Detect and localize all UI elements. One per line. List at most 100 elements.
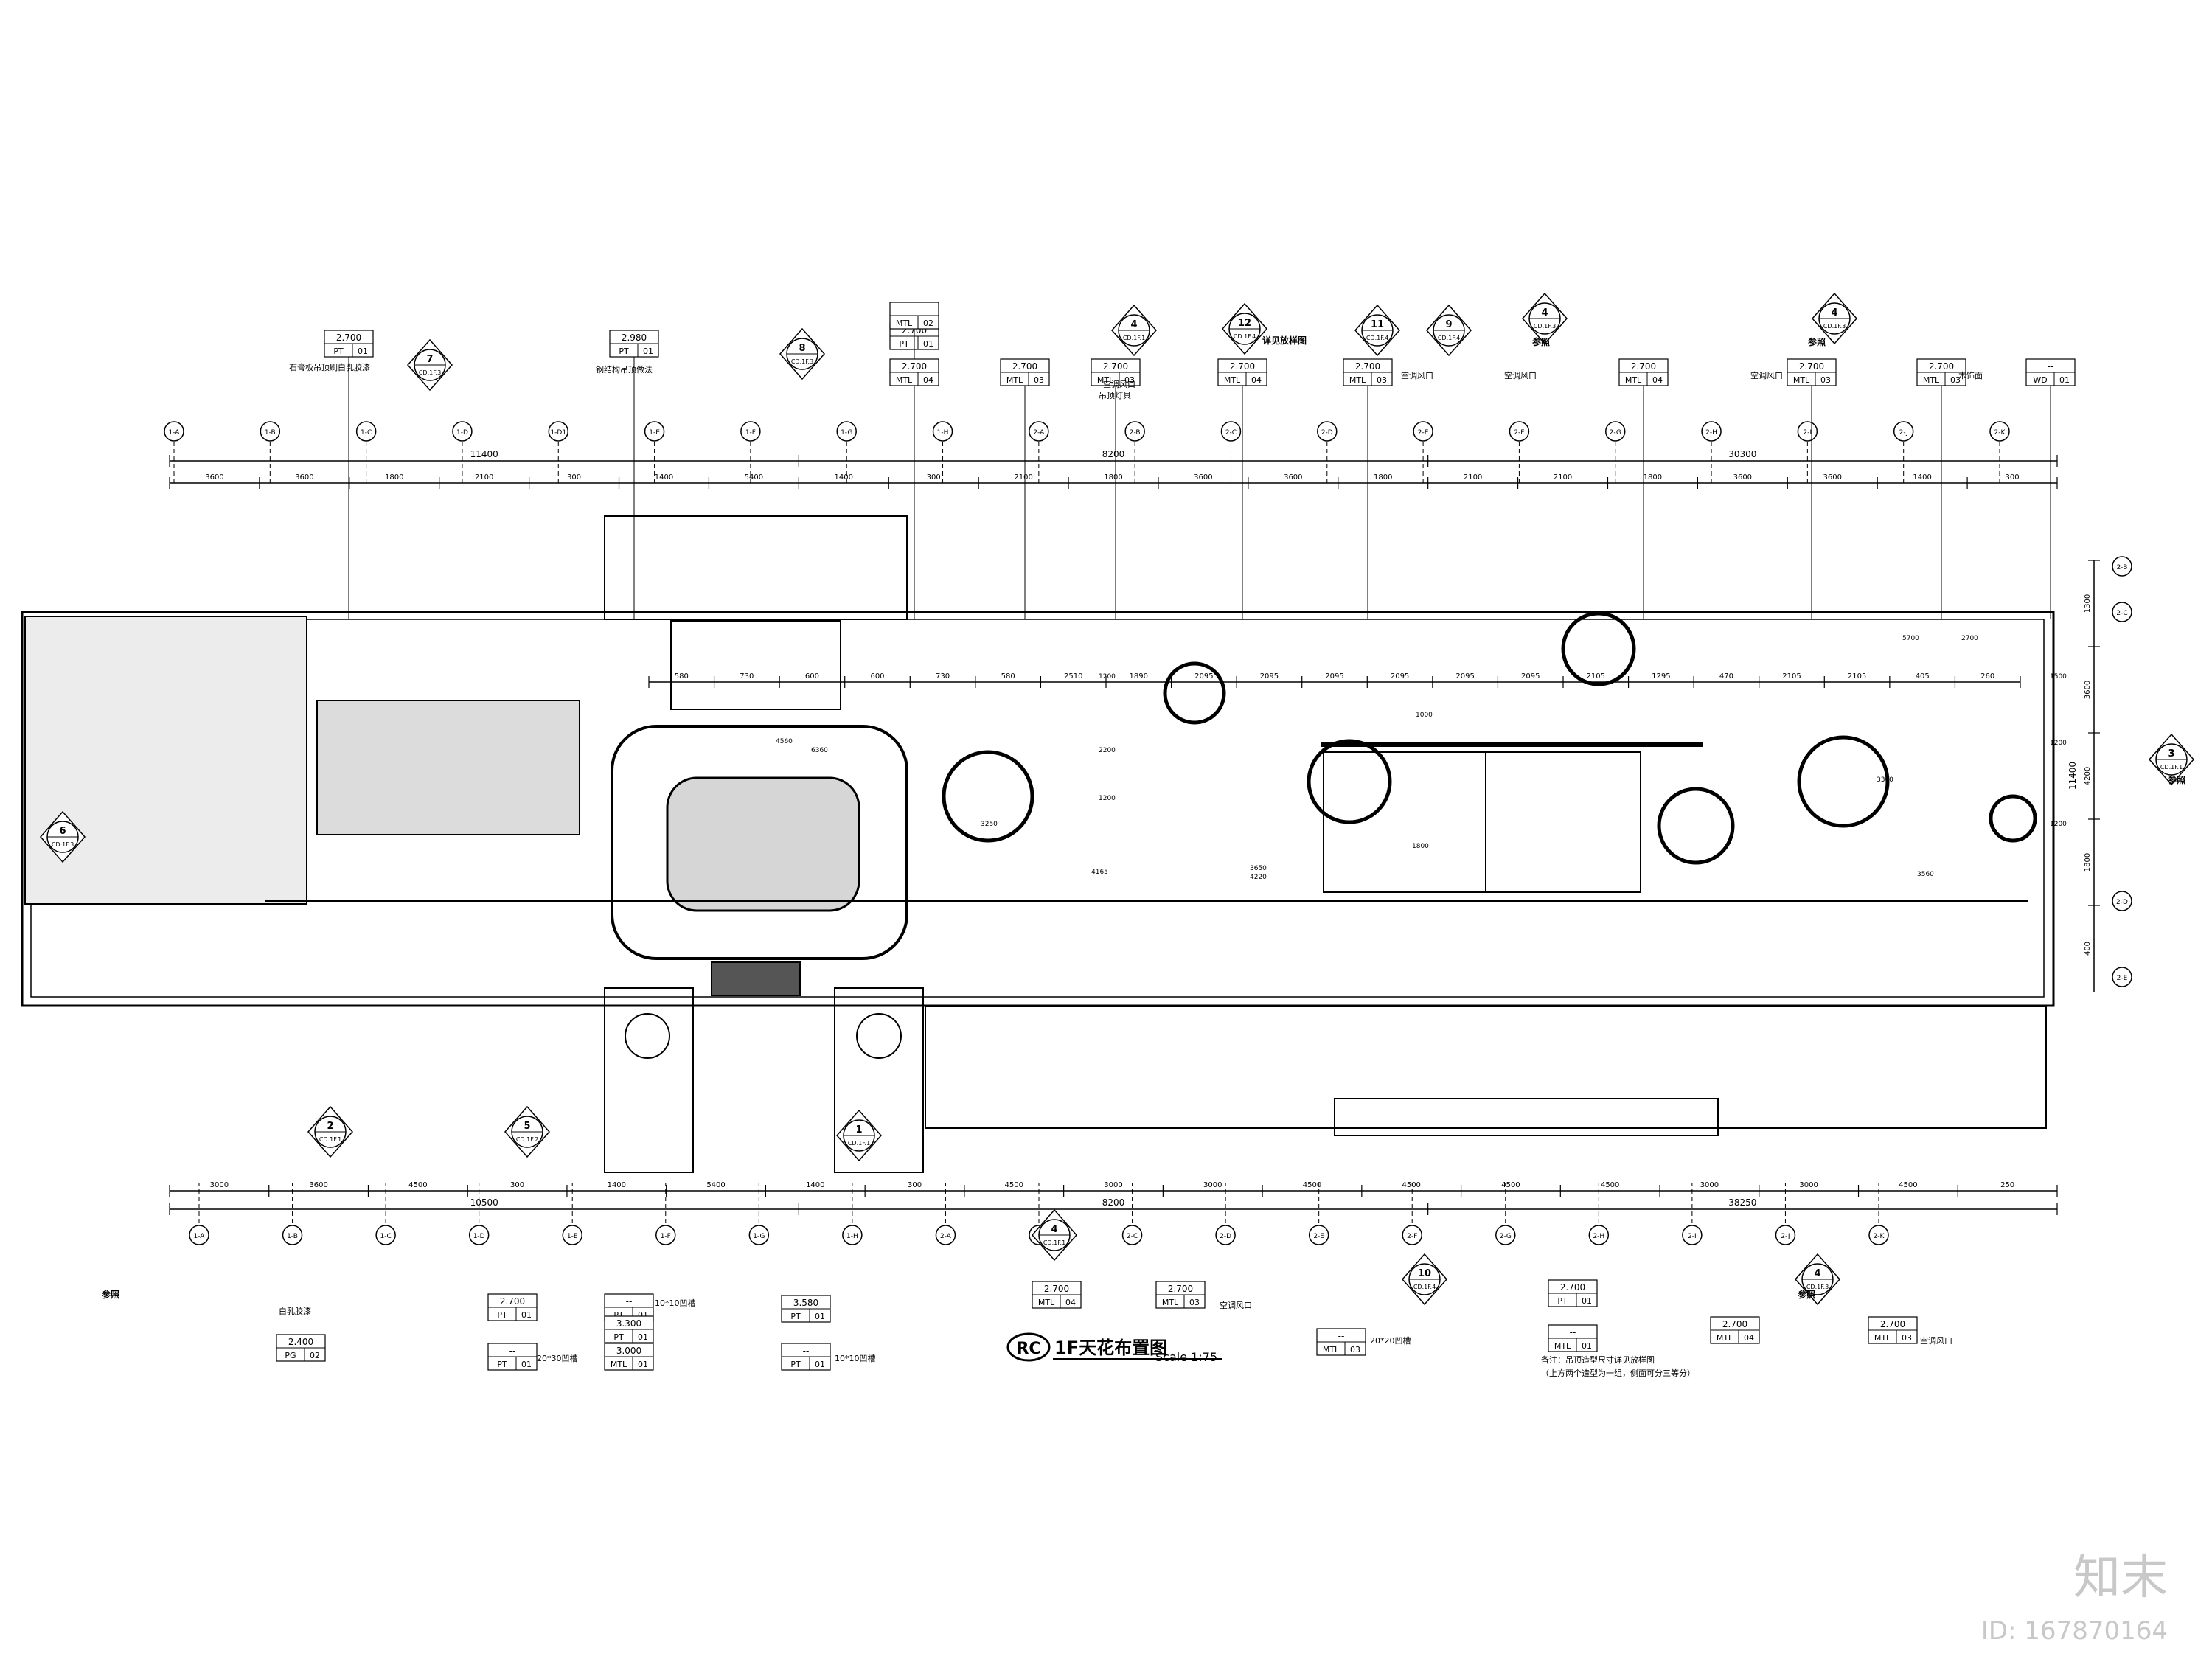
bottom-tag-height: 3.300 [616, 1318, 641, 1329]
interior-dim-label: 1200 [2050, 740, 2067, 747]
top-segment-dim-label: 2100 [1464, 473, 1482, 481]
grid-top-label: 2-G [1610, 429, 1621, 437]
pool-basin-right [856, 1013, 902, 1059]
bottom-tag-code: 04 [1065, 1298, 1076, 1307]
bottom-note: 20*30凹槽 [537, 1354, 578, 1363]
top-tag-code: 04 [1652, 375, 1663, 385]
bottom-tag-code: 01 [815, 1360, 825, 1369]
interior-dim-label: 3650 [1250, 865, 1267, 872]
interior-dim-label: 3250 [981, 821, 998, 828]
bottom-tag-material: MTL [1162, 1298, 1179, 1307]
interior-dim-label: 2510 [1064, 672, 1082, 681]
grid-bottom-label: 2-F [1407, 1233, 1417, 1240]
grid-top-label: 2-E [1418, 429, 1429, 437]
grid-top-bubble [644, 421, 665, 442]
grid-bottom-label: 1-F [661, 1233, 671, 1240]
top-tag-material: MTL [1224, 375, 1241, 385]
top-tag-code: 02 [923, 319, 933, 328]
grid-bottom-label: 2-E [1313, 1233, 1324, 1240]
section-marker-ref: CD.1F.1 [319, 1136, 341, 1143]
grid-top-label: 1-G [841, 429, 852, 437]
top-tag-height: 2.700 [902, 361, 927, 372]
top-tag-height: 2.700 [1012, 361, 1037, 372]
section-marker-ref: CD.1F.4 [1438, 335, 1460, 341]
top-tag-height: 2.700 [336, 333, 361, 343]
grid-right-label: 2-C [2116, 610, 2127, 617]
south-terrace [925, 1006, 2047, 1129]
top-note: 空调风口 [1504, 370, 1537, 380]
top-tag-material: MTL [896, 375, 913, 385]
top-segment-dim-label: 3600 [1823, 473, 1842, 481]
bottom-segment-dim-label: 4500 [408, 1181, 427, 1189]
grid-bottom-label: 1-G [753, 1233, 765, 1240]
bottom-tag-code: 03 [1350, 1345, 1360, 1354]
top-segment-dim-label: 3600 [1284, 473, 1302, 481]
bottom-tag-code: 01 [638, 1360, 648, 1369]
section-marker-number: 4 [1051, 1224, 1057, 1235]
bottom-segment-dim-label: 1400 [608, 1181, 626, 1189]
interior-dim-label: 600 [805, 672, 819, 681]
bottom-tag-height: -- [626, 1296, 633, 1307]
grid-bottom-bubble [1308, 1225, 1329, 1245]
ceiling-ring-6 [1797, 735, 1890, 828]
bottom-tag-height: 2.700 [1722, 1319, 1747, 1329]
top-segment-dim-label: 1800 [1104, 473, 1122, 481]
top-segment-dim-label: 5400 [745, 473, 763, 481]
lobby-ceiling-frame [611, 725, 908, 960]
section-marker-number: 7 [426, 354, 433, 365]
section-note: 参照 [1532, 336, 1550, 347]
bottom-tag-material: PT [1557, 1296, 1568, 1306]
grid-top-label: 2-K [1994, 429, 2006, 437]
top-tag-code: 01 [2059, 375, 2070, 385]
right-dim-label: 3600 [2084, 681, 2092, 699]
grid-bottom-bubble [1121, 1225, 1143, 1245]
grid-bottom-bubble [1588, 1225, 1610, 1245]
section-marker-number: 5 [524, 1121, 530, 1132]
interior-dim-label: 2200 [1099, 747, 1116, 754]
bottom-tag-height: 2.700 [1044, 1284, 1069, 1294]
interior-dim-label: 2095 [1455, 672, 1474, 681]
section-marker-number: 4 [1130, 319, 1137, 330]
grid-bottom-label: 2-H [1593, 1233, 1604, 1240]
interior-dim-label: 1200 [2050, 821, 2067, 828]
south-pool-left [604, 987, 694, 1173]
top-total-dim-label: 8200 [1102, 449, 1125, 459]
interior-dim-label: 2095 [1521, 672, 1540, 681]
top-tag-code: 03 [1377, 375, 1387, 385]
top-tag-material: MTL [1625, 375, 1642, 385]
bottom-tag-material: MTL [1038, 1298, 1055, 1307]
grid-bottom-bubble [1775, 1225, 1796, 1245]
grid-bottom-bubble [935, 1225, 956, 1245]
grid-top-bubble [1893, 421, 1914, 442]
remark-line: 备注：吊顶造型尺寸详见放样图 [1541, 1354, 1655, 1365]
grid-top-label: 1-D [456, 429, 468, 437]
bottom-segment-dim-label: 4500 [1402, 1181, 1420, 1189]
north-annex [604, 515, 908, 620]
grid-top-bubble [1604, 421, 1626, 442]
bottom-tag-material: PG [285, 1351, 296, 1360]
grid-top-bubble [932, 421, 953, 442]
bottom-tag-height: 2.700 [500, 1296, 525, 1307]
bottom-tag-material: MTL [1323, 1345, 1340, 1354]
section-marker-number: 4 [1814, 1268, 1820, 1279]
bottom-tag-material: PT [790, 1312, 801, 1321]
section-marker-number: 2 [327, 1121, 333, 1132]
ceiling-ring-7 [1989, 794, 2037, 843]
grid-top-label: 2-A [1033, 429, 1045, 437]
section-marker-ref: CD.1F.3 [791, 358, 813, 365]
top-tag-material: MTL [1349, 375, 1366, 385]
section-note: 参照 [1798, 1289, 1815, 1300]
grid-top-bubble [1317, 421, 1338, 442]
bottom-segment-dim-label: 4500 [1501, 1181, 1520, 1189]
grid-top-bubble [740, 421, 761, 442]
bottom-segment-dim-label: 4500 [1601, 1181, 1619, 1189]
section-marker-ref: CD.1F.1 [1043, 1239, 1065, 1246]
top-tag-material: MTL [1006, 375, 1023, 385]
bottom-tag-height: 2.700 [1168, 1284, 1193, 1294]
interior-dim-label: 6360 [811, 747, 828, 754]
bottom-total-dim-label: 10500 [470, 1197, 498, 1208]
section-marker-ref: CD.1F.3 [1534, 323, 1556, 330]
bottom-segment-dim-label: 300 [908, 1181, 922, 1189]
title-tag-ellipse [1006, 1332, 1051, 1362]
